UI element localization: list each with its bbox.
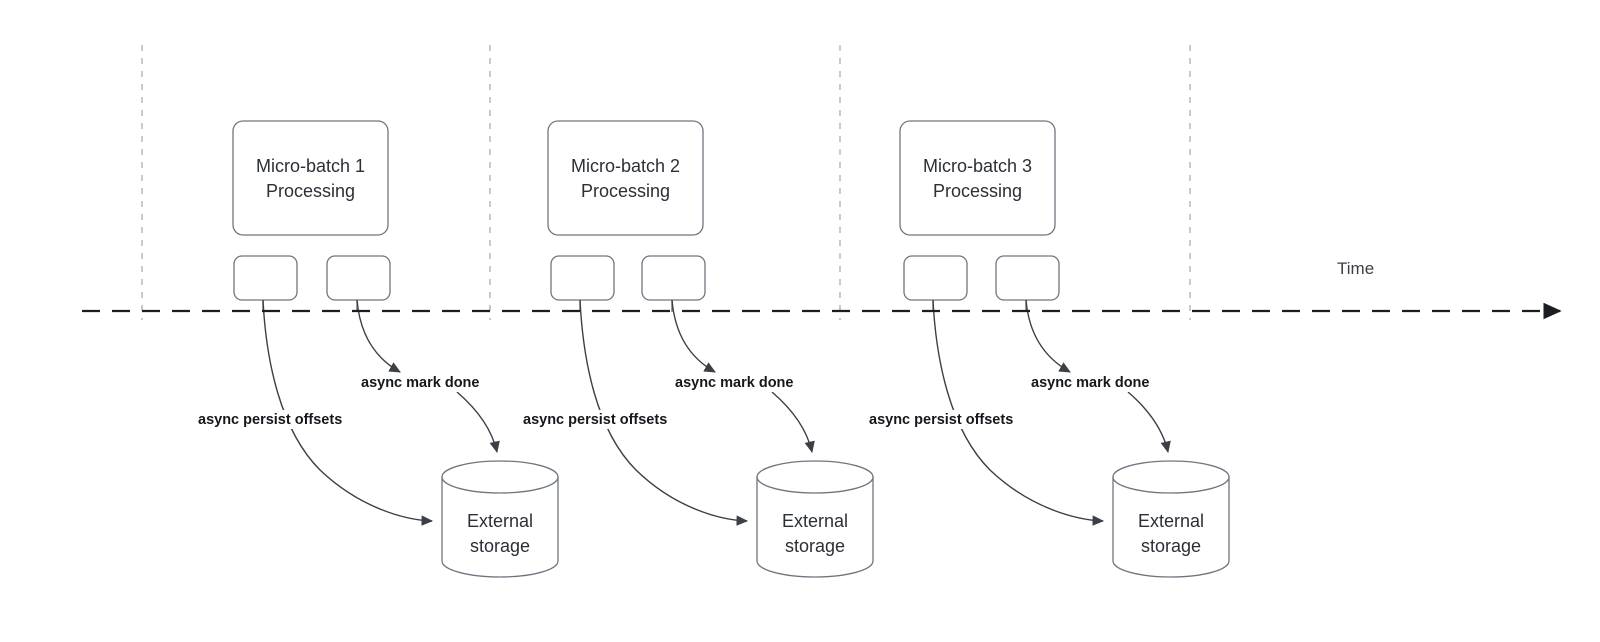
persist-offsets-arrow-1 bbox=[262, 299, 434, 526]
persist-offsets-label-1-bg bbox=[195, 410, 375, 429]
micro-batch-2-box[interactable] bbox=[547, 120, 704, 236]
persist-offsets-label-2-bg bbox=[520, 410, 700, 429]
task-box-2a[interactable] bbox=[550, 255, 615, 301]
persist-offsets-arrow-2 bbox=[579, 299, 749, 526]
external-storage-2-label-line1: External bbox=[782, 511, 848, 531]
task-box-1b[interactable] bbox=[326, 255, 391, 301]
micro-batch-2-label-line1: Micro-batch 2 bbox=[571, 156, 680, 176]
micro-batch-1-label-line1: Micro-batch 1 bbox=[256, 156, 365, 176]
task-box-3b[interactable] bbox=[995, 255, 1060, 301]
external-storage-cylinder-3[interactable] bbox=[1112, 460, 1230, 578]
mark-done-label-3: async mark done bbox=[1031, 375, 1149, 391]
external-storage-1-label-line2: storage bbox=[470, 536, 530, 556]
mark-done-arrow-2-tail bbox=[771, 391, 815, 454]
mark-done-label-1-bg bbox=[358, 373, 500, 392]
external-storage-cylinder-2[interactable] bbox=[756, 460, 874, 578]
task-box-3a[interactable] bbox=[903, 255, 968, 301]
persist-offsets-label-1: async persist offsets bbox=[198, 412, 342, 428]
micro-batch-2-label-line2: Processing bbox=[581, 181, 670, 201]
micro-batch-1-box[interactable] bbox=[232, 120, 389, 236]
mark-done-arrow-3-tail bbox=[1127, 391, 1171, 454]
mark-done-label-1: async mark done bbox=[361, 375, 479, 391]
mark-done-arrow-1-tail bbox=[456, 391, 500, 454]
persist-offsets-label-2: async persist offsets bbox=[523, 412, 667, 428]
external-storage-1-label-line1: External bbox=[467, 511, 533, 531]
external-storage-cylinder-1[interactable] bbox=[441, 460, 559, 578]
micro-batch-3-box[interactable] bbox=[899, 120, 1056, 236]
micro-batch-3-label-line1: Micro-batch 3 bbox=[923, 156, 1032, 176]
external-storage-3-label-line1: External bbox=[1138, 511, 1204, 531]
micro-batch-1-label-line2: Processing bbox=[266, 181, 355, 201]
group-1: Micro-batch 1 Processing async persist o… bbox=[195, 120, 559, 578]
task-box-2b[interactable] bbox=[641, 255, 706, 301]
micro-batch-3-label-line2: Processing bbox=[933, 181, 1022, 201]
external-storage-2-label-line2: storage bbox=[785, 536, 845, 556]
mark-done-label-2-bg bbox=[672, 373, 814, 392]
time-axis-label: Time bbox=[1337, 259, 1374, 278]
task-box-1a[interactable] bbox=[233, 255, 298, 301]
external-storage-3-label-line2: storage bbox=[1141, 536, 1201, 556]
persist-offsets-label-3: async persist offsets bbox=[869, 412, 1013, 428]
persist-offsets-arrow-3 bbox=[932, 299, 1105, 526]
persist-offsets-label-3-bg bbox=[866, 410, 1046, 429]
group-2: Micro-batch 2 Processing async persist o… bbox=[520, 120, 874, 578]
mark-done-arrow-2 bbox=[671, 299, 716, 373]
group-3: Micro-batch 3 Processing async persist o… bbox=[866, 120, 1230, 578]
mark-done-label-3-bg bbox=[1028, 373, 1170, 392]
mark-done-label-2: async mark done bbox=[675, 375, 793, 391]
